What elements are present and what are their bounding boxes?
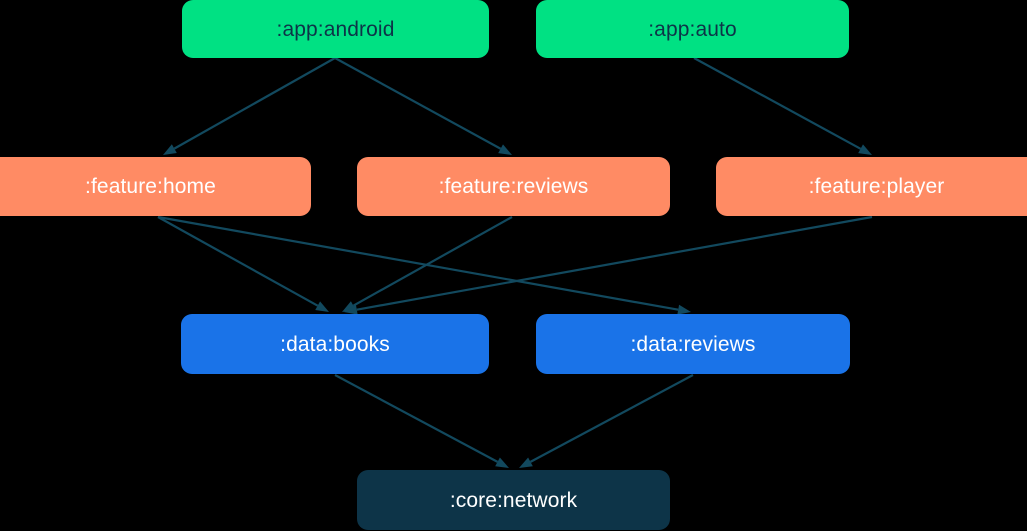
node-app-auto[interactable]: :app:auto [536, 0, 849, 58]
node-feature-player[interactable]: :feature:player [716, 157, 1027, 216]
edge-arrowhead [519, 457, 533, 468]
edge-feature-home-to-data-reviews [157, 215, 691, 315]
edge-line [334, 374, 499, 463]
edge-line [352, 216, 513, 307]
edge-arrowhead [342, 301, 356, 312]
edge-line [334, 57, 502, 150]
edge-arrowhead [858, 144, 872, 155]
node-label: :data:books [280, 332, 390, 356]
node-label: :feature:player [808, 175, 945, 198]
node-core-network[interactable]: :core:network [357, 470, 670, 530]
node-data-reviews[interactable]: :data:reviews [536, 314, 850, 374]
edge-data-reviews-to-core-network [519, 374, 694, 468]
edge-data-books-to-core-network [334, 374, 509, 468]
edge-line [693, 57, 862, 150]
node-label: :core:network [449, 488, 578, 512]
edge-line [173, 57, 336, 150]
node-data-books[interactable]: :data:books [181, 314, 489, 374]
edge-feature-player-to-data-books [344, 215, 873, 315]
node-feature-home[interactable]: :feature:home [0, 157, 311, 216]
edge-arrowhead [315, 301, 329, 312]
edge-line [157, 215, 679, 311]
edge-app-android-to-feature-reviews [334, 57, 512, 155]
edge-app-android-to-feature-home [163, 57, 336, 155]
node-label: :feature:home [85, 175, 216, 198]
edge-arrowhead [163, 144, 177, 155]
edge-line [356, 215, 873, 311]
edge-line [529, 374, 694, 463]
node-label: :app:auto [648, 17, 737, 41]
node-feature-reviews[interactable]: :feature:reviews [357, 157, 670, 216]
node-label: :app:android [276, 17, 395, 41]
node-label: :feature:reviews [438, 175, 589, 198]
edge-feature-home-to-data-books [157, 216, 329, 312]
node-label: :data:reviews [630, 332, 756, 356]
edge-feature-reviews-to-data-books [342, 216, 513, 312]
node-app-android[interactable]: :app:android [182, 0, 489, 58]
edge-app-auto-to-feature-player [693, 57, 872, 155]
edge-arrowhead [495, 457, 509, 468]
edge-line [157, 216, 319, 307]
edge-arrowhead [498, 144, 512, 155]
